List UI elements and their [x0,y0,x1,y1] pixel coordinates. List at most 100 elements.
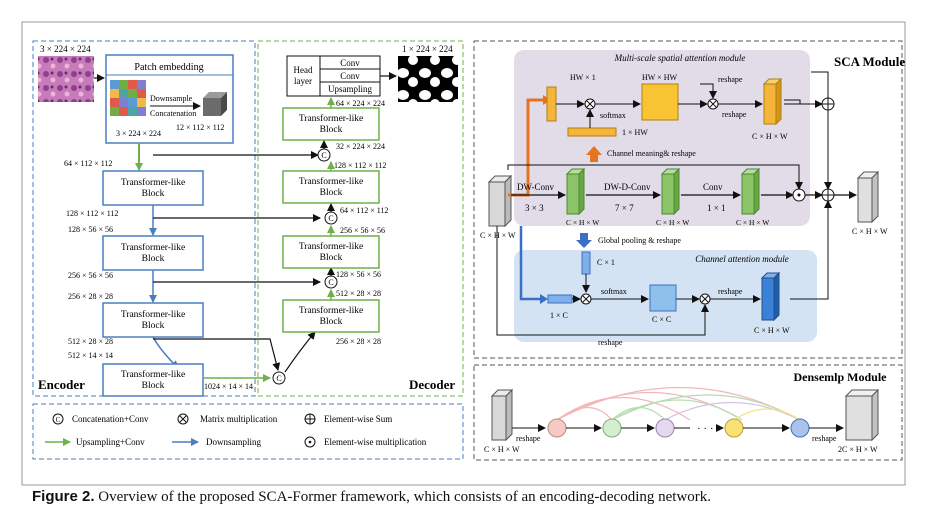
sum-node-2 [821,188,835,202]
global-pooling-label: Global pooling & reshape [598,236,681,245]
dense-reshape-label-1: reshape [516,434,541,443]
dwconv-tensor [565,167,586,216]
encoder-block-4-in: 512 × 14 × 14 [68,351,113,360]
legend-upsampling-label: Upsampling+Conv [76,437,145,447]
one-c-label: 1 × C [550,311,568,320]
patch-grid [110,80,146,116]
hwhw-square [641,83,679,121]
k7-label: 7 × 7 [615,203,634,213]
caption-label: Figure 2. [32,488,95,505]
input-size-label: 3 × 224 × 224 [40,44,91,54]
hw1-bar [546,86,557,122]
decoder-block-3 [282,235,380,269]
channel-meaning-arrow [586,146,602,162]
cube-icon [203,92,227,116]
patch-size-label: 3 × 224 × 224 [116,129,161,138]
softmax-label-1: softmax [600,111,626,120]
decoder-block-1 [282,107,380,141]
decoder-block-1-below: 32 × 224 × 224 [336,142,385,151]
decoder-block-2 [282,170,380,204]
sca-input-tensor [487,174,513,228]
decoder-block-2-below: 64 × 112 × 112 [340,206,388,215]
caption-text: Overview of the proposed SCA-Former fram… [94,489,712,505]
hwhw-label: HW × HW [642,73,677,82]
head-row-conv-2: Conv [340,71,360,81]
c1-bar [581,251,591,275]
reshape-label-2: reshape [722,110,747,119]
encoder-block-2-in: 128 × 56 × 56 [68,225,113,234]
dwconv-label: DW-Conv [517,182,554,192]
sca-output-size: C × H × W [852,227,888,236]
spatial-title: Multi-scale spatial attention module [614,53,746,63]
dense-node-2 [602,418,622,438]
svg-text:C: C [56,416,61,424]
decoder-block-4-below: 256 × 28 × 28 [336,337,381,346]
svg-text:C: C [328,214,333,223]
densemlp-title: Densemlp Module [794,370,888,384]
spatial-output-tensor [762,77,783,126]
hw1-label: HW × 1 [570,73,596,82]
dense-node-5 [790,418,810,438]
decoder-block-4 [282,299,380,333]
one-c-bar [547,294,573,304]
encoder-title: Encoder [38,377,85,392]
decoder-title: Decoder [409,377,455,392]
legend-sum-icon [304,413,316,425]
decoder-block-4-top: 512 × 28 × 28 [336,289,381,298]
sca-title: SCA Module [834,54,905,69]
legend-matmul-label: Matrix multiplication [200,414,278,424]
concat-node-2: C [324,211,338,225]
legend-concat-label: Concatenation+Conv [72,414,149,424]
sca-panel [473,40,903,359]
conv-label: Conv [703,182,723,192]
sum-node-1 [821,97,835,111]
concat-node-1: C [317,148,331,162]
dense-output-size: 2C × H × W [838,445,878,454]
matmul-node-4 [699,293,711,305]
encoder-block-2 [102,235,204,271]
encoder-block-3-out: 512 × 28 × 28 [68,337,113,346]
encoder-block-4-out: 1024 × 14 × 14 [204,382,253,391]
figure-caption: Figure 2. Overview of the proposed SCA-F… [32,488,912,506]
dense-output-tensor [844,388,880,442]
k3-label: 3 × 3 [525,203,544,213]
channel-meaning-label: Channel meaning& reshape [607,149,696,158]
decoder-block-1-top: 64 × 224 × 224 [336,99,385,108]
one-hw-label: 1 × HW [622,128,648,137]
dwdconv-tensor-size: C × H × W [656,218,690,227]
reshape-label-4: reshape [598,338,623,347]
dwdconv-tensor [660,167,681,216]
dense-dots: · · · [697,423,714,435]
conv-tensor-size: C × H × W [736,218,770,227]
decoder-block-2-top: 128 × 112 × 112 [334,161,386,170]
legend-mult-icon [304,436,316,448]
output-mask-image [398,56,458,102]
densemlp-panel [473,364,903,461]
encoder-block-4 [102,363,204,397]
dense-node-1 [547,418,567,438]
sca-input-size: C × H × W [480,231,516,240]
channel-output-tensor [760,271,781,322]
mult-node [792,188,806,202]
legend-mult-label: Element-wise multiplication [324,437,427,447]
encoder-block-1-out: 128 × 112 × 112 [66,209,118,218]
dense-input-tensor [490,388,514,442]
encoder-block-3 [102,302,204,338]
dwdconv-label: DW-D-Conv [604,182,651,192]
legend-concat-icon: C [52,413,64,425]
encoder-block-2-out: 256 × 56 × 56 [68,271,113,280]
spatial-output-size: C × H × W [752,132,788,141]
dense-arcs [556,387,801,421]
matmul-node-2 [707,98,719,110]
legend-matmul-icon [177,413,189,425]
patch-embedding-label: Patch embedding [134,62,203,73]
head-row-conv-1: Conv [340,58,360,68]
head-rows-box [319,55,381,97]
